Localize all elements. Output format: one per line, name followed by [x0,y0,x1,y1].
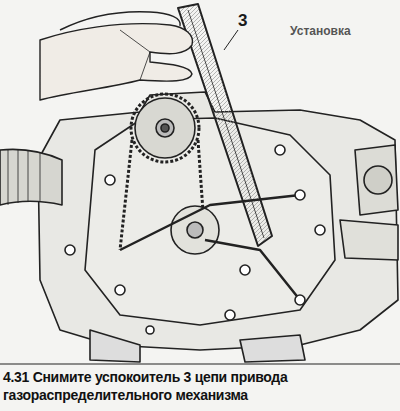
page-heading-text: Установка [290,24,351,38]
callout-number: 3 [236,12,249,29]
figure-caption: 4.31 Снимите успокоитель 3 цепи привода … [3,368,395,404]
